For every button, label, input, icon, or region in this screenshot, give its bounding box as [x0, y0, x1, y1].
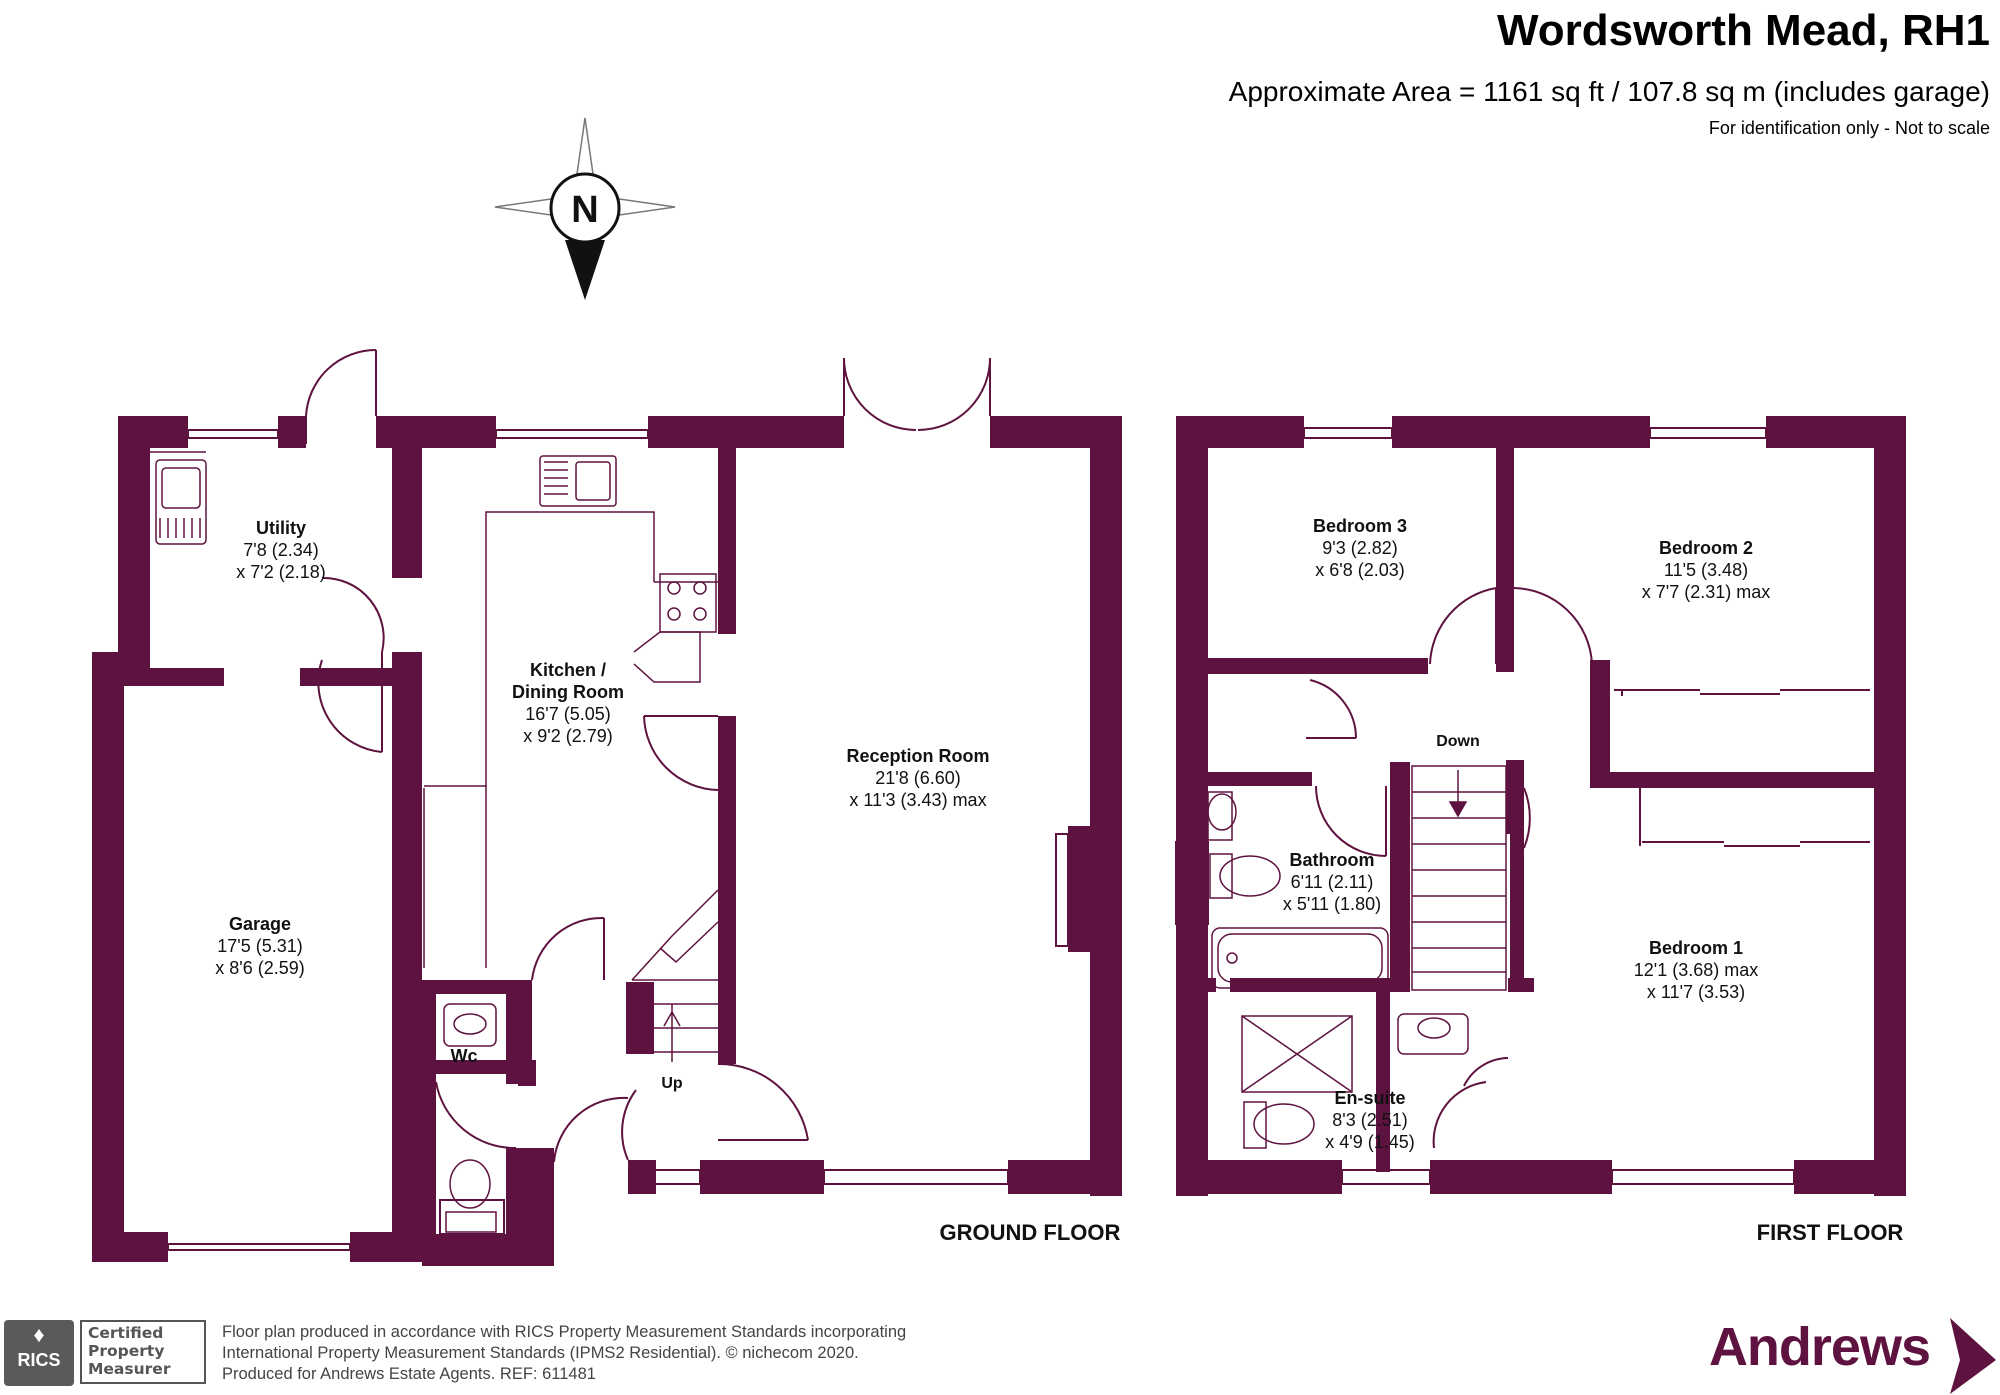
- bedroom2-dim1: 11'5 (3.48): [1664, 560, 1748, 580]
- footer-line1: Floor plan produced in accordance with R…: [222, 1323, 907, 1341]
- footer-line2: International Property Measurement Stand…: [222, 1344, 859, 1362]
- first-floor-walls: [1176, 416, 1906, 1196]
- kitchen-name-line2: Dining Room: [512, 682, 624, 702]
- reception-dim2: x 11'3 (3.43) max: [849, 790, 986, 810]
- kitchen-dim2: x 9'2 (2.79): [523, 726, 612, 746]
- first-floor-label: FIRST FLOOR: [1757, 1220, 1904, 1245]
- kitchen-dim1: 16'7 (5.05): [525, 704, 611, 724]
- rics-logo: ♦ RICS: [4, 1320, 74, 1386]
- ground-floor-fittings: [150, 451, 719, 1233]
- utility-dim2: x 7'2 (2.18): [236, 562, 325, 582]
- ground-floor-walls: [92, 416, 1122, 1266]
- rics-crest-icon: ♦: [33, 1322, 45, 1347]
- bathroom-dim2: x 5'11 (1.80): [1283, 894, 1381, 914]
- bathroom-name: Bathroom: [1290, 850, 1375, 870]
- rics-badge-text: Certified Property Measurer: [80, 1320, 206, 1384]
- ensuite-name: En-suite: [1334, 1088, 1405, 1108]
- utility-dim1: 7'8 (2.34): [243, 540, 318, 560]
- utility-name: Utility: [256, 518, 306, 538]
- compass-north-label: N: [571, 189, 598, 231]
- andrews-brand-logo: Andrews: [1708, 1317, 1931, 1377]
- bedroom1-dim2: x 11'7 (3.53): [1647, 982, 1745, 1002]
- bedroom3-name: Bedroom 3: [1313, 516, 1407, 536]
- garage-dim2: x 8'6 (2.59): [215, 958, 304, 978]
- brand-chevron-icon: [1950, 1318, 1996, 1394]
- ground-floor-label: GROUND FLOOR: [940, 1220, 1121, 1245]
- reception-dim1: 21'8 (6.60): [875, 768, 961, 788]
- rics-badge-line3: Measurer: [88, 1360, 171, 1378]
- kitchen-name-line1: Kitchen /: [530, 660, 606, 680]
- garage-name: Garage: [229, 914, 291, 934]
- ground-floor-windows: [167, 429, 1069, 1251]
- bedroom3-dim2: x 6'8 (2.03): [1315, 560, 1404, 580]
- bedroom3-dim1: 9'3 (2.82): [1322, 538, 1397, 558]
- stairs-down-label: Down: [1436, 733, 1480, 750]
- stairs-up-label: Up: [661, 1075, 683, 1092]
- compass-rose-icon: N: [494, 117, 676, 300]
- bedroom1-name: Bedroom 1: [1649, 938, 1743, 958]
- garage-dim1: 17'5 (5.31): [217, 936, 303, 956]
- rics-badge-line2: Property: [88, 1342, 165, 1360]
- first-floor-fittings: [1207, 765, 1507, 1149]
- first-floor-doors: [1306, 587, 1870, 1149]
- scale-disclaimer: For identification only - Not to scale: [1708, 118, 1990, 138]
- rics-badge-line1: Certified: [88, 1324, 164, 1342]
- first-floor-windows: [1175, 427, 1795, 1185]
- reception-name: Reception Room: [846, 746, 989, 766]
- bedroom2-name: Bedroom 2: [1659, 538, 1753, 558]
- bedroom2-dim2: x 7'7 (2.31) max: [1642, 582, 1771, 602]
- approximate-area: Approximate Area = 1161 sq ft / 107.8 sq…: [1228, 76, 1990, 107]
- bathroom-dim1: 6'11 (2.11): [1291, 872, 1374, 892]
- ensuite-dim1: 8'3 (2.51): [1332, 1110, 1407, 1130]
- footer-disclaimer: Floor plan produced in accordance with R…: [222, 1322, 906, 1385]
- ground-floor-doors: [305, 348, 991, 1163]
- ensuite-dim2: x 4'9 (1.45): [1325, 1132, 1414, 1152]
- bedroom1-dim1: 12'1 (3.68) max: [1634, 960, 1759, 980]
- property-title: Wordsworth Mead, RH1: [1496, 6, 1990, 55]
- rics-certified-badge: ♦ RICS Certified Property Measurer: [4, 1320, 208, 1388]
- footer-line3: Produced for Andrews Estate Agents. REF:…: [222, 1365, 596, 1383]
- first-floor-labels: Bedroom 3 9'3 (2.82) x 6'8 (2.03) Bedroo…: [1283, 516, 1904, 1245]
- ground-floor-labels: Utility 7'8 (2.34) x 7'2 (2.18) Kitchen …: [215, 518, 1120, 1245]
- rics-logo-text: RICS: [17, 1350, 61, 1370]
- wc-name: Wc: [451, 1046, 478, 1066]
